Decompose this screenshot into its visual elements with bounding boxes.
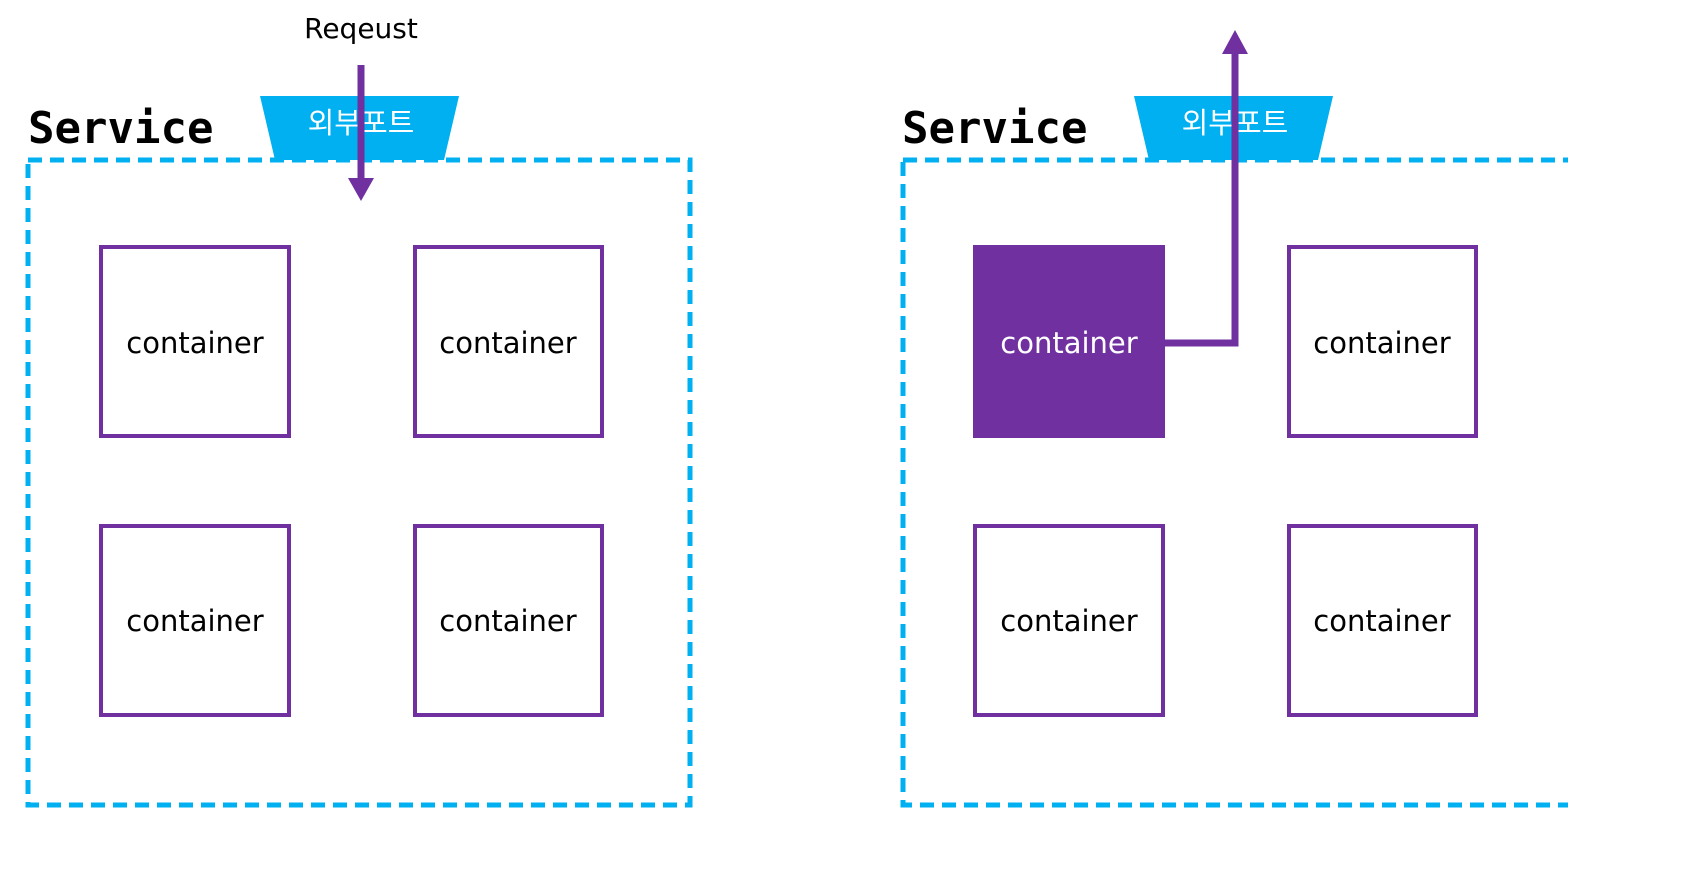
diagram-canvas: Service 외부포트 container container contain…	[25, 12, 1568, 808]
service-left-container-4	[413, 524, 604, 717]
service-left-container-4-label: container	[439, 604, 576, 638]
service-left-container-3	[99, 524, 291, 717]
service-right-title: Service	[902, 103, 1087, 154]
service-left: Service 외부포트 container container contain…	[25, 12, 693, 808]
service-right-container-4	[1287, 524, 1478, 717]
request-arrow-head	[348, 178, 374, 201]
request-label: Reqeust	[304, 12, 418, 45]
service-left-container-2	[413, 245, 604, 438]
service-right: Service 외부포트 container container contain…	[900, 30, 1568, 808]
service-right-container-2-label: container	[1313, 326, 1450, 360]
service-right-container-1	[973, 245, 1165, 438]
response-arrow-head	[1222, 30, 1248, 54]
service-right-container-3-label: container	[1000, 604, 1137, 638]
service-right-container-3	[973, 524, 1165, 717]
service-left-container-1-label: container	[126, 326, 263, 360]
service-right-container-1-label: container	[1000, 326, 1137, 360]
response-arrow-shaft	[1163, 50, 1239, 347]
service-right-container-2	[1287, 245, 1478, 438]
diagram-svg: Service 외부포트 container container contain…	[25, 12, 1568, 808]
service-right-container-4-label: container	[1313, 604, 1450, 638]
service-left-title: Service	[28, 103, 213, 154]
service-left-container-2-label: container	[439, 326, 576, 360]
service-left-container-1	[99, 245, 291, 438]
service-left-container-3-label: container	[126, 604, 263, 638]
